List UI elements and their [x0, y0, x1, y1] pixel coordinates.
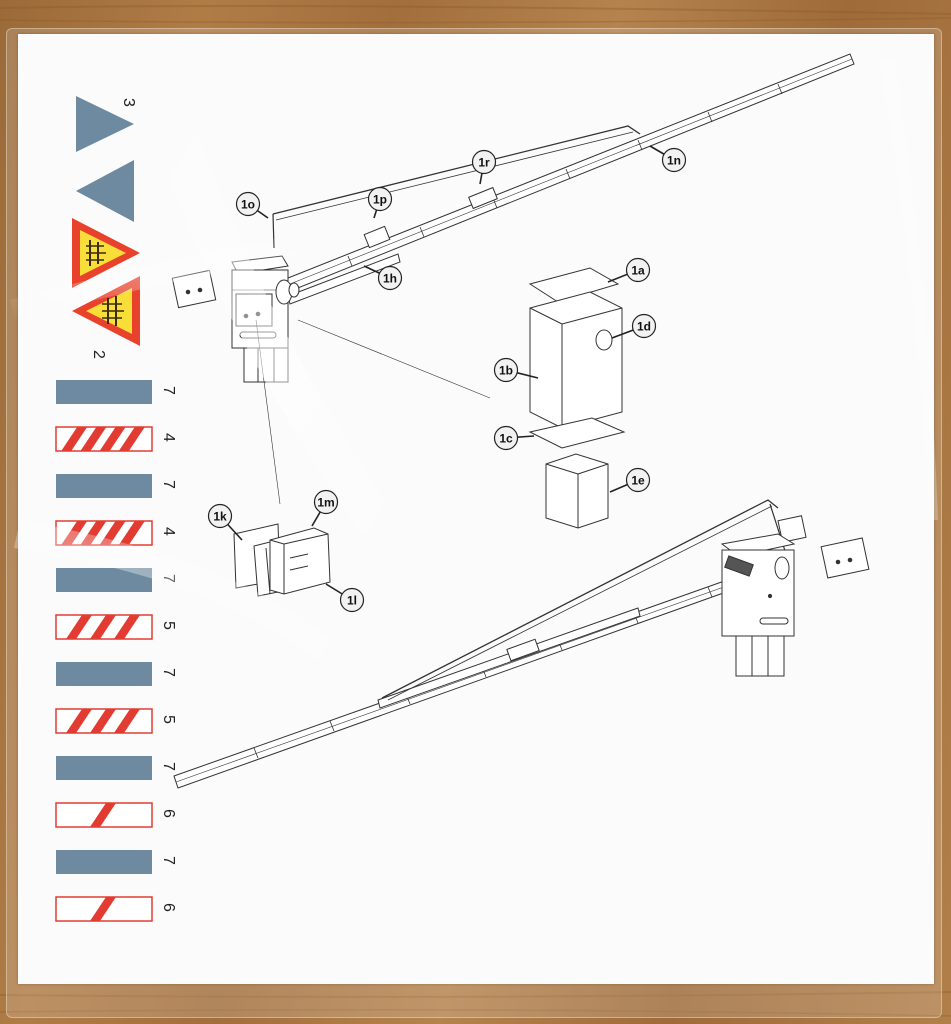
blue-bar-decal: 7 — [56, 662, 177, 686]
callout-1b: 1b — [493, 357, 539, 383]
bar-quantity-label: 6 — [160, 903, 177, 912]
callout-label: 1a — [631, 264, 645, 278]
callout-label: 1p — [373, 193, 387, 207]
blue-triangle-icon — [76, 160, 134, 222]
callout-1l: 1l — [325, 583, 365, 613]
striped-bar-decal: 6 — [55, 802, 177, 828]
sign-number: 3 — [120, 98, 137, 107]
striped-bar-decal: 5 — [55, 614, 177, 640]
bar-quantity-label: 5 — [160, 715, 177, 724]
blue-triangle-icon — [76, 96, 134, 152]
callout-label: 1l — [347, 594, 357, 608]
exploded-cabinet-parts — [528, 267, 626, 529]
callout-label: 1b — [499, 364, 513, 378]
sheet-drawing: 3 2 7 4 7 4 7 5 7 5 7 6 7 6 — [55, 53, 870, 922]
decal-strip: 3 2 7 4 7 4 7 5 7 5 7 6 7 6 — [55, 96, 177, 922]
callout-label: 1e — [631, 474, 645, 488]
callout-label: 1d — [637, 320, 651, 334]
bar-quantity-label: 7 — [160, 762, 177, 771]
sign-number: 2 — [90, 350, 107, 359]
callout-label: 1h — [383, 272, 397, 286]
bar-quantity-label: 5 — [160, 621, 177, 630]
callout-1o: 1o — [235, 191, 269, 219]
callout-1k: 1k — [207, 503, 243, 541]
striped-bar-decal: 4 — [55, 520, 177, 546]
bar-quantity-label: 7 — [160, 480, 177, 489]
callout-label: 1r — [478, 156, 490, 170]
callout-label: 1n — [667, 154, 681, 168]
blue-bar-decal: 7 — [56, 756, 177, 780]
callout-1d: 1d — [611, 313, 657, 339]
bar-quantity-label: 4 — [160, 527, 177, 536]
callout-label: 1k — [213, 510, 227, 524]
striped-bar-decal: 4 — [55, 426, 177, 452]
callout-label: 1c — [499, 432, 513, 446]
callout-label: 1m — [317, 496, 334, 510]
railway-crossing-warning-icon — [72, 218, 140, 288]
callout-1m: 1m — [311, 489, 339, 527]
railway-crossing-warning-icon — [72, 276, 140, 346]
bar-quantity-label: 6 — [160, 809, 177, 818]
callout-1n: 1n — [649, 145, 687, 173]
callout-label: 1o — [241, 198, 255, 212]
callout-1r: 1r — [471, 149, 497, 185]
callout-1p: 1p — [367, 186, 393, 219]
blue-bar-decal: 7 — [56, 380, 177, 404]
blue-bar-decal: 7 — [56, 474, 177, 498]
bar-quantity-label: 7 — [160, 668, 177, 677]
bar-quantity-label: 4 — [160, 433, 177, 442]
callout-1e: 1e — [609, 467, 651, 493]
bar-quantity-label: 7 — [160, 856, 177, 865]
blue-bar-decal: 7 — [56, 568, 177, 592]
callout-1a: 1a — [607, 257, 651, 283]
callout-1c: 1c — [493, 425, 535, 451]
small-detail-parts — [233, 523, 331, 597]
lower-gate-assembly — [173, 499, 870, 789]
blue-bar-decal: 7 — [56, 850, 177, 874]
striped-bar-decal: 5 — [55, 708, 177, 734]
bar-quantity-label: 7 — [160, 386, 177, 395]
bar-quantity-label: 7 — [160, 574, 177, 583]
decal-sheet: 3 2 7 4 7 4 7 5 7 5 7 6 7 6 — [18, 34, 934, 984]
striped-bar-decal: 6 — [55, 896, 177, 922]
